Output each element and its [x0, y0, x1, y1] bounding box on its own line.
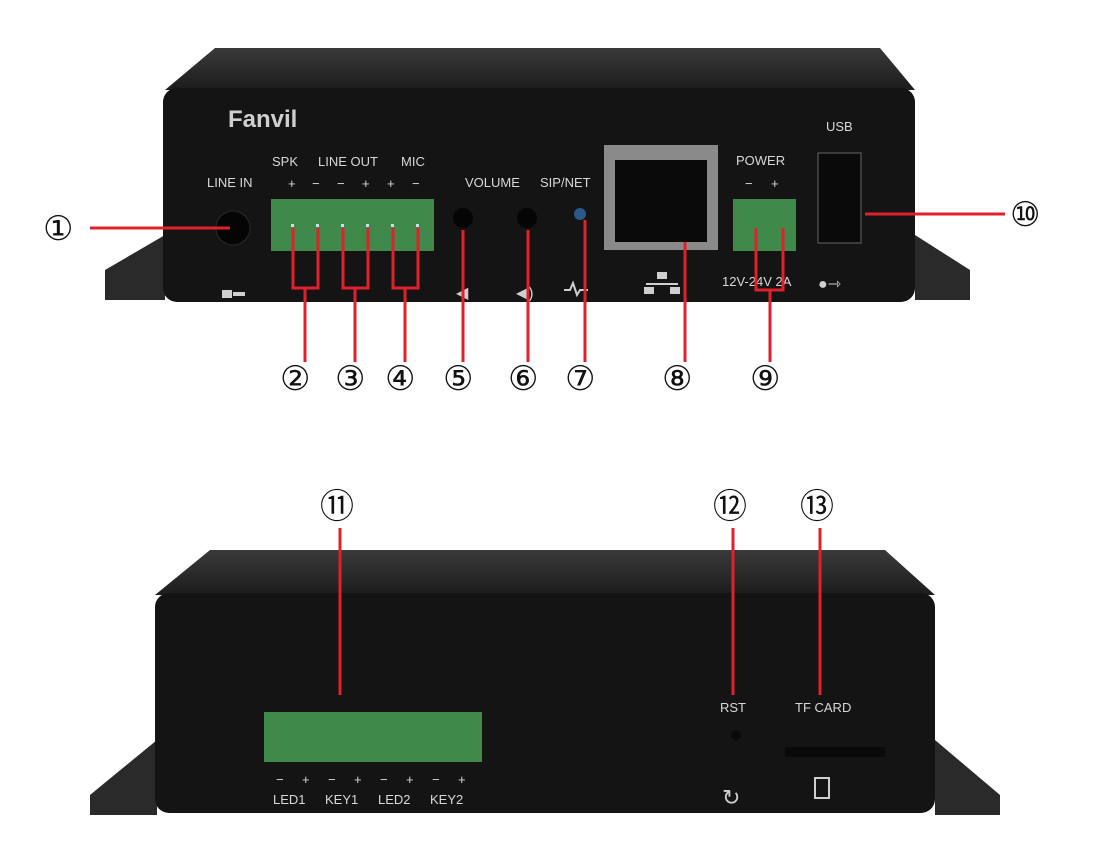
- power-plus: +: [771, 176, 779, 191]
- brand-logo: Fanvil: [228, 106, 297, 133]
- rear-device: − + − + − + − + LED1 KEY1 LED2 KEY2 RST …: [90, 550, 1000, 815]
- audio-terminal-block: [271, 199, 434, 251]
- callout-2: ②: [280, 359, 310, 399]
- svg-text:−: −: [328, 772, 336, 787]
- terminal-pins: [291, 224, 419, 227]
- mic-label: MIC: [401, 154, 425, 169]
- led1-label: LED1: [273, 792, 306, 807]
- front-callout-lines: [90, 212, 1005, 362]
- rst-label: RST: [720, 700, 746, 715]
- volume-label: VOLUME: [465, 175, 520, 190]
- front-device: Fanvil LINE IN SPK LINE OUT MIC + − − + …: [105, 48, 970, 302]
- led2-label: LED2: [378, 792, 411, 807]
- callout-7: ⑦: [565, 359, 595, 399]
- line-out-label: LINE OUT: [318, 154, 378, 169]
- sip-net-label: SIP/NET: [540, 175, 591, 190]
- svg-text:−: −: [432, 772, 440, 787]
- callout-11: ⑪: [320, 487, 354, 527]
- reset-button[interactable]: [731, 730, 741, 740]
- rear-callout-lines: [338, 528, 822, 695]
- tf-card-label: TF CARD: [795, 700, 851, 715]
- svg-text:−: −: [337, 176, 345, 191]
- volume-up-button[interactable]: [517, 208, 537, 228]
- callout-13: ⑬: [800, 487, 834, 527]
- svg-text:+: +: [354, 772, 362, 787]
- key1-label: KEY1: [325, 792, 358, 807]
- top-lid: [155, 550, 935, 595]
- usb-icon: ●⇾: [818, 276, 841, 293]
- callout-4: ④: [385, 359, 415, 399]
- svg-text:+: +: [302, 772, 310, 787]
- reset-icon: ↻: [722, 785, 740, 810]
- power-label: POWER: [736, 153, 785, 168]
- callout-8: ⑧: [662, 359, 692, 399]
- polarity-marks: + − − + + −: [288, 176, 420, 191]
- power-minus: −: [745, 176, 753, 191]
- right-flange: [915, 235, 970, 300]
- line-in-icon: [222, 290, 245, 298]
- io-polarity-marks: − + − + − + − +: [276, 772, 466, 787]
- svg-text:−: −: [276, 772, 284, 787]
- svg-text:+: +: [288, 176, 296, 191]
- top-lid: [165, 48, 915, 90]
- spk-label: SPK: [272, 154, 298, 169]
- usb-port: [817, 152, 862, 244]
- right-flange: [935, 740, 1000, 815]
- callout-9: ⑨: [750, 359, 780, 399]
- callout-3: ③: [335, 359, 365, 399]
- svg-text:−: −: [412, 176, 420, 191]
- sip-net-led: [574, 208, 586, 220]
- callout-5: ⑤: [443, 359, 473, 399]
- svg-text:−: −: [380, 772, 388, 787]
- volume-up-icon: ◀): [516, 285, 534, 302]
- io-terminal-block: [264, 712, 482, 762]
- left-flange: [105, 235, 165, 300]
- callout-1: ①: [43, 209, 73, 249]
- rear-callout-numbers: ⑪ ⑫ ⑬: [320, 487, 834, 527]
- svg-text:+: +: [406, 772, 414, 787]
- svg-text:+: +: [362, 176, 370, 191]
- key2-label: KEY2: [430, 792, 463, 807]
- tf-card-slot[interactable]: [785, 747, 885, 757]
- left-flange: [90, 740, 157, 815]
- sd-card-icon: [814, 777, 830, 799]
- power-terminal-block: [733, 199, 796, 251]
- usb-label: USB: [826, 119, 853, 134]
- callout-10: ⑩: [1010, 195, 1040, 235]
- callout-6: ⑥: [508, 359, 538, 399]
- svg-text:−: −: [312, 176, 320, 191]
- svg-text:+: +: [387, 176, 395, 191]
- network-activity-icon: [564, 280, 588, 298]
- network-icon: [644, 272, 680, 294]
- volume-down-button[interactable]: [453, 208, 473, 228]
- callout-12: ⑫: [713, 487, 747, 527]
- svg-text:+: +: [458, 772, 466, 787]
- line-in-label: LINE IN: [207, 175, 253, 190]
- front-callout-numbers: ① ② ③ ④ ⑤ ⑥ ⑦ ⑧ ⑨ ⑩: [43, 195, 1040, 399]
